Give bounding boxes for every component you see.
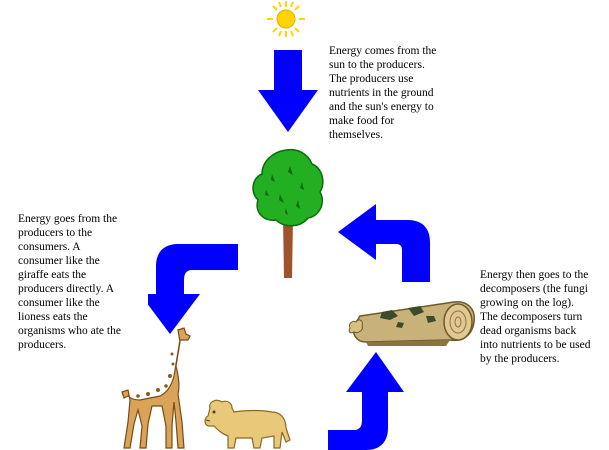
giraffe-icon <box>121 327 191 449</box>
arrow-consumers-to-decomposers <box>328 352 404 450</box>
sun-icon <box>267 1 305 37</box>
arrow-decomposers-to-producers <box>338 204 430 282</box>
lioness-icon <box>204 399 291 449</box>
arrow-sun-to-producers <box>258 50 318 132</box>
arrow-producers-to-consumers <box>148 244 238 334</box>
fungi-log-icon <box>348 301 476 346</box>
tree-icon <box>252 148 324 278</box>
caption-to-decomposers: Energy then goes to the decomposers (the… <box>480 269 591 365</box>
caption-sun-to-producers: Energy comes from the sun to the produce… <box>329 45 437 141</box>
caption-producers-to-consumers: Energy goes from the producers to the co… <box>18 213 121 351</box>
